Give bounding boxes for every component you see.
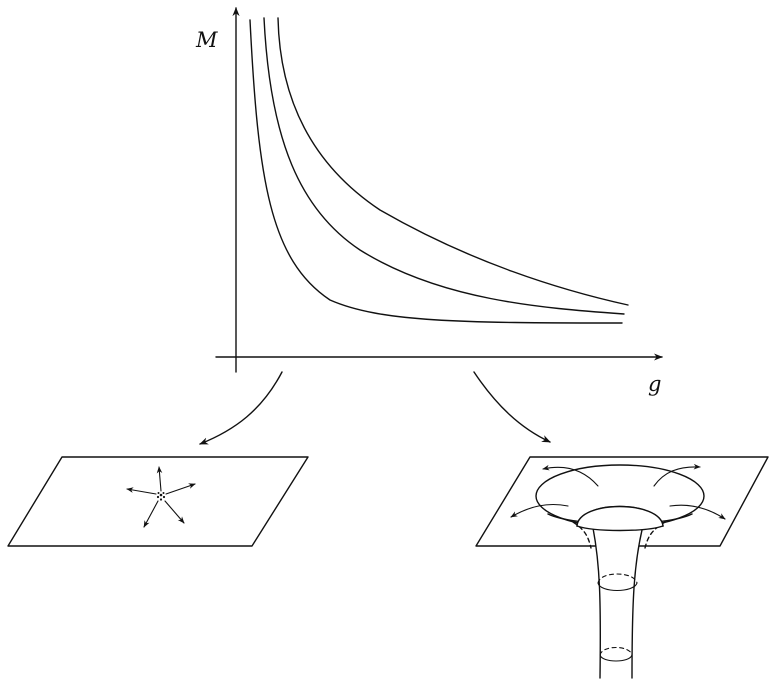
throat-left-wall bbox=[592, 527, 602, 679]
throat-fill bbox=[593, 528, 642, 678]
ring-upper-back bbox=[597, 573, 638, 584]
left-scenario bbox=[7, 456, 309, 547]
flow-arrow-lower-right bbox=[669, 504, 726, 520]
right-scenario bbox=[475, 456, 769, 679]
flow-arrow-lower-left bbox=[510, 503, 569, 518]
arrow-to-right-scenario bbox=[473, 371, 551, 443]
ring-upper-front bbox=[597, 582, 638, 592]
radial-arrow-up bbox=[156, 466, 163, 492]
y-axis-label: M bbox=[195, 28, 218, 52]
throat-opening-edge bbox=[576, 505, 664, 527]
plot: M g bbox=[195, 7, 663, 396]
radial-arrow-right bbox=[165, 483, 196, 495]
radial-arrow-down-left bbox=[143, 500, 159, 528]
arrow-to-left-scenario bbox=[199, 371, 283, 445]
curve-middle bbox=[263, 17, 625, 315]
curve-upper bbox=[277, 17, 629, 306]
ring-lower-back bbox=[599, 646, 633, 656]
radial-arrow-down-right bbox=[164, 500, 185, 524]
radial-arrow-left bbox=[126, 487, 157, 495]
throat-opening-bottom bbox=[576, 525, 664, 532]
ring-lower-front bbox=[599, 654, 633, 662]
throat-right-wall bbox=[631, 529, 643, 679]
curve-lower bbox=[249, 19, 623, 324]
throat-opening-fill bbox=[577, 506, 663, 531]
flow-arrow-upper-left bbox=[542, 464, 599, 487]
hidden-edge-left bbox=[572, 521, 592, 549]
point-source bbox=[156, 492, 166, 501]
flow-arrow-upper-right bbox=[653, 463, 701, 487]
x-axis-label: g bbox=[648, 372, 661, 396]
